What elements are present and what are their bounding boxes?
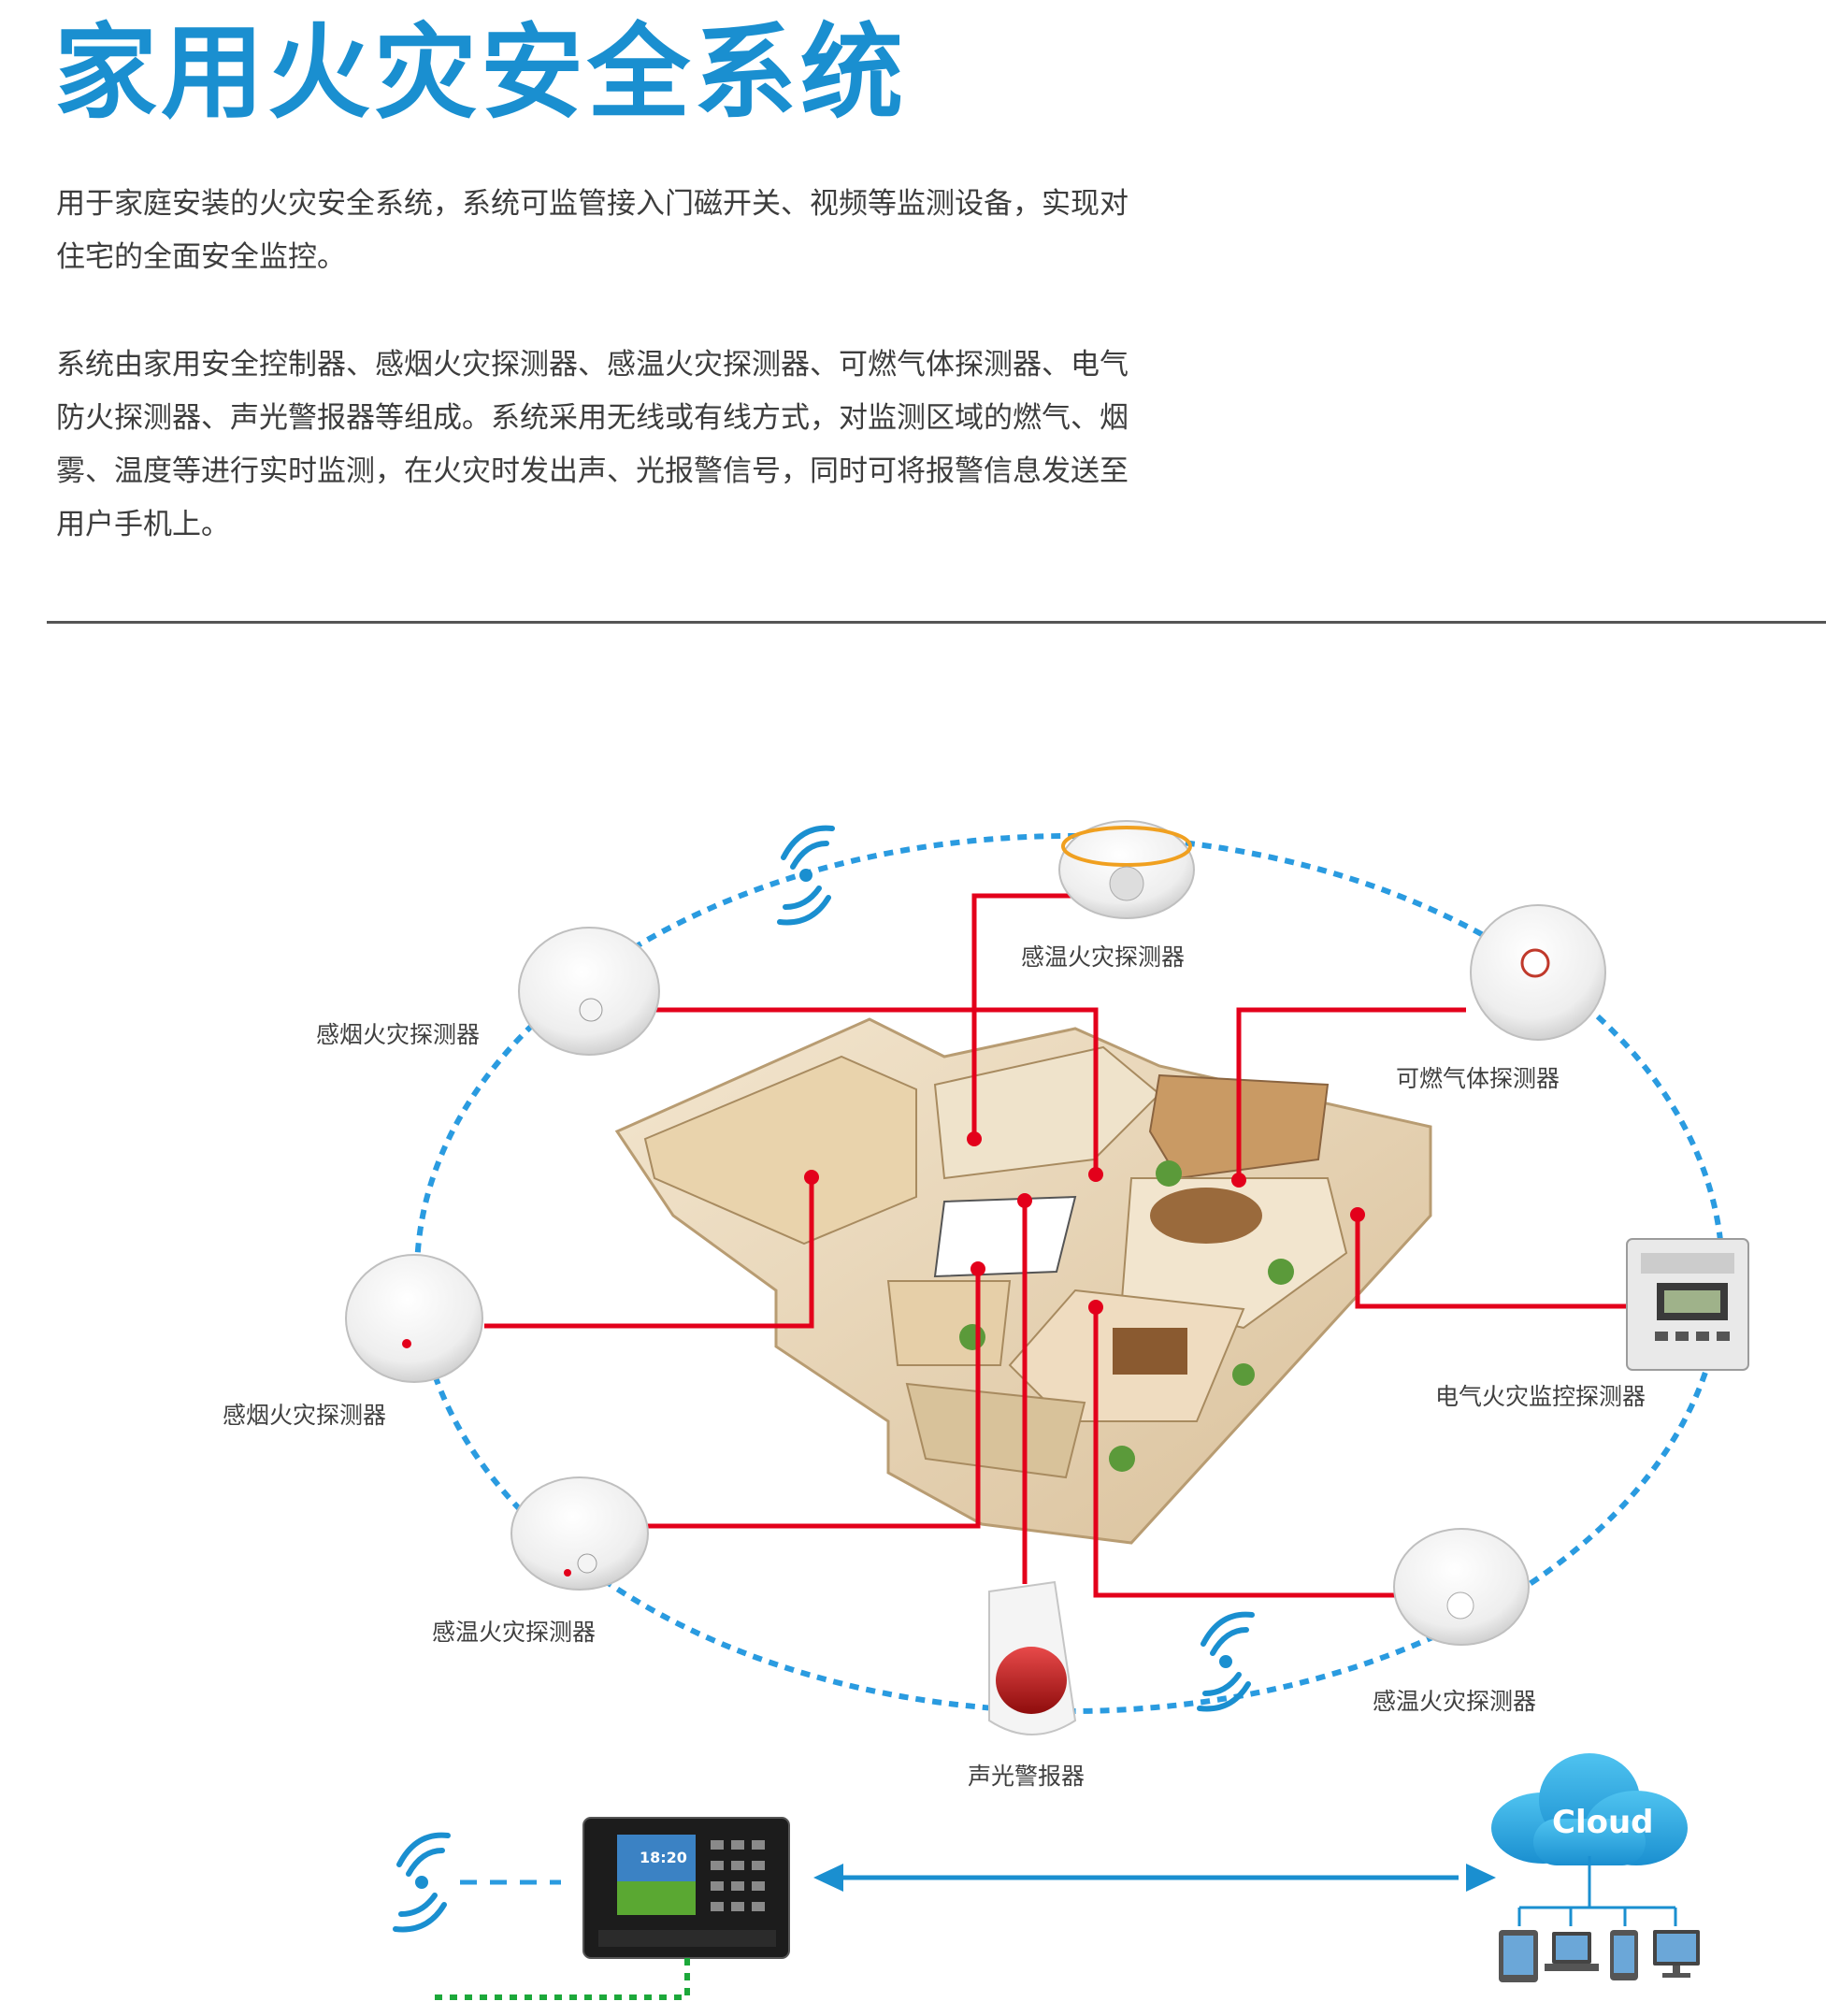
label-electrical-fire-monitor: 电气火灾监控探测器 <box>1435 1383 1646 1410</box>
label-heat-detector-lower-right: 感温火灾探测器 <box>1373 1688 1536 1715</box>
controller-cloud-link-arrow <box>813 1864 1496 1892</box>
controller-bus-line <box>432 1958 690 2000</box>
cloud-icon <box>1491 1753 1688 1865</box>
heat-detector-top <box>1058 820 1195 919</box>
intro-line: 雾、温度等进行实时监测，在火灾时发出声、光报警信号，同时可将报警信息发送至 <box>56 454 1129 488</box>
sound-light-alarm <box>988 1580 1077 1735</box>
intro-paragraph-1: 用于家庭安装的火灾安全系统，系统可监管接入门磁开关、视频等监测设备，实现对 住宅… <box>56 178 1290 284</box>
tablet-icon <box>1499 1930 1538 1982</box>
cloud-network-lines <box>1517 1856 1677 1926</box>
wireless-signal-icon <box>777 825 835 926</box>
monitor-icon <box>1653 1930 1700 1978</box>
wireless-signal-icon <box>1197 1611 1255 1712</box>
connection-points <box>804 1131 1365 1315</box>
intro-line: 防火探测器、声光警报器等组成。系统采用无线或有线方式，对监测区域的燃气、烟 <box>56 401 1129 435</box>
smoke-detector-left <box>345 1254 483 1383</box>
label-smoke-detector-left: 感烟火灾探测器 <box>223 1402 386 1429</box>
controller-clock: 18:20 <box>640 1849 687 1866</box>
page-title: 家用火灾安全系统 <box>54 13 907 133</box>
electrical-fire-monitor <box>1626 1238 1749 1371</box>
cloud-label: Cloud <box>1552 1804 1654 1841</box>
label-sound-light-alarm: 声光警报器 <box>968 1763 1085 1790</box>
label-gas-detector: 可燃气体探测器 <box>1396 1065 1560 1092</box>
wireless-signal-icon <box>393 1832 451 1933</box>
intro-line: 住宅的全面安全监控。 <box>56 240 346 274</box>
house-floor-plan <box>614 1017 1432 1545</box>
gas-detector <box>1470 904 1606 1041</box>
laptop-icon <box>1545 1932 1599 1971</box>
intro-line: 系统由家用安全控制器、感烟火灾探测器、感温火灾探测器、可燃气体探测器、电气 <box>56 348 1129 382</box>
intro-line: 用于家庭安装的火灾安全系统，系统可监管接入门磁开关、视频等监测设备，实现对 <box>56 187 1129 221</box>
home-safety-controller: 18:20 <box>582 1817 790 1959</box>
wired-connections <box>484 893 1627 1598</box>
heat-detector-lower-left <box>510 1476 649 1591</box>
section-divider <box>47 621 1826 624</box>
intro-paragraph-2: 系统由家用安全控制器、感烟火灾探测器、感温火灾探测器、可燃气体探测器、电气 防火… <box>56 338 1290 552</box>
label-heat-detector-top: 感温火灾探测器 <box>1021 943 1185 971</box>
label-smoke-detector-upper-left: 感烟火灾探测器 <box>316 1021 480 1048</box>
heat-detector-lower-right <box>1393 1528 1530 1646</box>
intro-line: 用户手机上。 <box>56 508 230 541</box>
phone-icon <box>1610 1930 1638 1980</box>
label-heat-detector-lower-left: 感温火灾探测器 <box>432 1619 596 1646</box>
smoke-detector-upper-left <box>518 927 660 1056</box>
